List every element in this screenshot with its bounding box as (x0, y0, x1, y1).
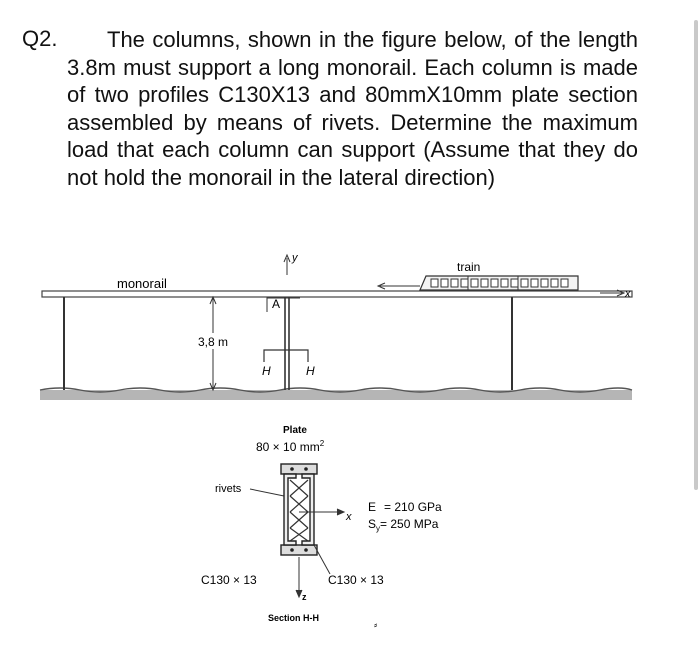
height-arrow-top (209, 295, 217, 305)
section-z-label: z (302, 592, 307, 602)
question-text: The columns, shown in the figure below, … (67, 26, 638, 191)
question-number: Q2. (22, 26, 58, 51)
cut-label-right: H (306, 364, 315, 378)
right-profile-label: C130 × 13 (328, 573, 384, 587)
cut-label-left: H (262, 364, 271, 378)
right-profile-leader (313, 544, 331, 575)
height-arrow-bottom (209, 382, 217, 392)
yield-strength-value: Sy= 250 MPa (368, 517, 439, 533)
monorail-label: monorail (117, 276, 167, 291)
column-middle (284, 297, 290, 390)
train-label: train (457, 260, 480, 274)
section-drawing (280, 463, 318, 556)
modulus-value: E= 210 GPa (368, 500, 442, 514)
height-label: 3,8 m (198, 335, 228, 349)
y-axis-arrowhead (283, 253, 291, 263)
y-axis-label: y (291, 252, 299, 264)
train-icon (419, 275, 579, 291)
cut-line (263, 349, 309, 362)
section-x-label: x (345, 511, 352, 523)
section-caption: Section H-H (268, 613, 319, 623)
ground (40, 390, 632, 400)
section-mark-a (266, 297, 300, 312)
rivets-label: rivets (215, 483, 242, 495)
ground-line (39, 387, 633, 393)
scrollbar[interactable] (694, 20, 698, 490)
plate-dims: 80 × 10 mm2 (256, 439, 325, 454)
plate-label: Plate (283, 425, 307, 436)
x-axis-label: x (624, 288, 631, 300)
stray-mark: ⸗ (374, 620, 378, 631)
left-profile-label: C130 × 13 (201, 573, 257, 587)
section-mark-a-label: A (272, 297, 280, 311)
question-body: The columns, shown in the figure below, … (67, 27, 638, 190)
monorail-beam (41, 290, 633, 298)
rivets-leader (249, 488, 285, 497)
